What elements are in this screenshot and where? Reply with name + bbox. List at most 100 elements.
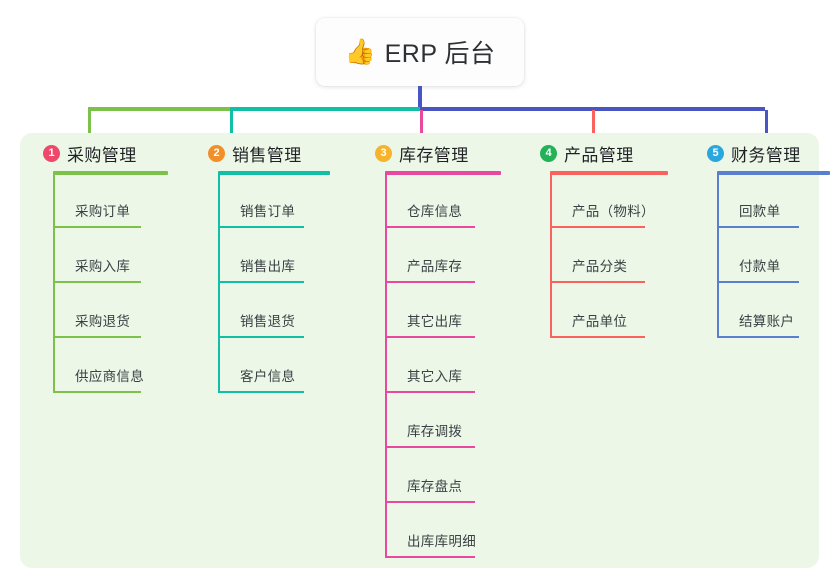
leaf-item-rule xyxy=(717,336,799,338)
leaf-item[interactable]: 出库库明细 xyxy=(385,503,476,558)
column-header-rule-purchase xyxy=(53,171,168,175)
bar-segment-indigo xyxy=(420,107,765,111)
column-badge-sales: 2 xyxy=(208,145,225,162)
leaf-item[interactable]: 回款单 xyxy=(717,173,799,228)
leaf-item[interactable]: 其它入库 xyxy=(385,338,475,393)
bar-segment-green xyxy=(88,107,230,111)
column-spine-sales xyxy=(218,173,220,393)
leaf-item[interactable]: 采购订单 xyxy=(53,173,141,228)
column-spine-finance xyxy=(717,173,719,338)
leaf-item-rule xyxy=(218,226,304,228)
leaf-item-rule xyxy=(550,226,645,228)
leaf-item[interactable]: 库存盘点 xyxy=(385,448,475,503)
diagram-panel: 1 采购管理采购订单采购入库采购退货供应商信息 2 销售管理销售订单销售出库销售退货客… xyxy=(20,133,830,568)
leaf-item[interactable]: 产品库存 xyxy=(385,228,475,283)
column-header-sales[interactable]: 2 销售管理 xyxy=(208,141,302,166)
root-node-card[interactable]: 👍 ERP 后台 xyxy=(316,18,524,86)
leaf-item-label: 产品单位 xyxy=(572,314,628,329)
leaf-item-rule xyxy=(53,391,141,393)
column-spine-inventory xyxy=(385,173,387,558)
root-connector-stem xyxy=(418,86,422,110)
column-title-sales: 销售管理 xyxy=(232,146,302,165)
leaf-item[interactable]: 客户信息 xyxy=(218,338,304,393)
leaf-item-label: 采购订单 xyxy=(75,204,131,219)
leaf-item-rule xyxy=(218,336,304,338)
drop-sales xyxy=(230,110,233,138)
leaf-item-label: 仓库信息 xyxy=(407,204,463,219)
column-header-purchase[interactable]: 1 采购管理 xyxy=(43,141,137,166)
leaf-item-label: 出库库明细 xyxy=(407,534,476,549)
column-header-rule-finance xyxy=(717,171,830,175)
leaf-item-label: 客户信息 xyxy=(240,369,296,384)
leaf-item-rule xyxy=(717,226,799,228)
leaf-item-rule xyxy=(385,501,475,503)
leaf-item[interactable]: 库存调拨 xyxy=(385,393,475,448)
leaf-item-label: 付款单 xyxy=(739,259,781,274)
leaf-item-label: 产品库存 xyxy=(407,259,463,274)
leaf-item-label: 库存盘点 xyxy=(407,479,463,494)
leaf-item[interactable]: 采购入库 xyxy=(53,228,141,283)
column-header-finance[interactable]: 5 财务管理 xyxy=(707,141,801,166)
root-node-title: ERP 后台 xyxy=(384,40,496,68)
leaf-item[interactable]: 其它出库 xyxy=(385,283,475,338)
leaf-item[interactable]: 销售退货 xyxy=(218,283,304,338)
leaf-item-label: 销售退货 xyxy=(240,314,296,329)
leaf-item-label: 供应商信息 xyxy=(75,369,144,384)
column-header-inventory[interactable]: 3 库存管理 xyxy=(375,141,469,166)
leaf-item-label: 采购退货 xyxy=(75,314,131,329)
leaf-item-label: 库存调拨 xyxy=(407,424,463,439)
column-badge-inventory: 3 xyxy=(375,145,392,162)
leaf-item[interactable]: 付款单 xyxy=(717,228,799,283)
leaf-item-rule xyxy=(385,336,475,338)
drop-inventory xyxy=(420,110,423,138)
leaf-item[interactable]: 采购退货 xyxy=(53,283,141,338)
column-badge-finance: 5 xyxy=(707,145,724,162)
leaf-item-rule xyxy=(53,281,141,283)
leaf-item-rule xyxy=(385,391,475,393)
leaf-item-rule xyxy=(550,336,645,338)
column-title-purchase: 采购管理 xyxy=(67,146,137,165)
column-badge-product: 4 xyxy=(540,145,557,162)
leaf-item-label: 采购入库 xyxy=(75,259,131,274)
leaf-item[interactable]: 仓库信息 xyxy=(385,173,475,228)
leaf-item[interactable]: 产品（物料） xyxy=(550,173,655,228)
leaf-item-rule xyxy=(218,281,304,283)
leaf-item-rule xyxy=(717,281,799,283)
leaf-item-label: 结算账户 xyxy=(739,314,795,329)
column-badge-purchase: 1 xyxy=(43,145,60,162)
leaf-item-rule xyxy=(385,556,475,558)
leaf-item-rule xyxy=(550,281,645,283)
drop-product xyxy=(592,110,595,138)
leaf-item[interactable]: 结算账户 xyxy=(717,283,799,338)
leaf-item-label: 销售出库 xyxy=(240,259,296,274)
leaf-item-label: 其它出库 xyxy=(407,314,463,329)
column-header-rule-inventory xyxy=(385,171,501,175)
leaf-item-rule xyxy=(385,281,475,283)
leaf-item-label: 其它入库 xyxy=(407,369,463,384)
column-header-rule-product xyxy=(550,171,668,175)
column-title-product: 产品管理 xyxy=(564,146,634,165)
leaf-item-rule xyxy=(385,446,475,448)
column-title-inventory: 库存管理 xyxy=(399,146,469,165)
drop-finance xyxy=(765,110,768,138)
leaf-item[interactable]: 销售出库 xyxy=(218,228,304,283)
leaf-item-label: 回款单 xyxy=(739,204,781,219)
column-header-rule-sales xyxy=(218,171,330,175)
column-header-product[interactable]: 4 产品管理 xyxy=(540,141,634,166)
leaf-item[interactable]: 销售订单 xyxy=(218,173,304,228)
leaf-item-rule xyxy=(385,226,475,228)
column-spine-purchase xyxy=(53,173,55,393)
leaf-item[interactable]: 产品分类 xyxy=(550,228,645,283)
leaf-item[interactable]: 产品单位 xyxy=(550,283,645,338)
leaf-item-label: 产品（物料） xyxy=(572,204,655,219)
leaf-item-label: 销售订单 xyxy=(240,204,296,219)
leaf-item-label: 产品分类 xyxy=(572,259,628,274)
column-title-finance: 财务管理 xyxy=(731,146,801,165)
column-spine-product xyxy=(550,173,552,338)
leaf-item-rule xyxy=(53,226,141,228)
leaf-item[interactable]: 供应商信息 xyxy=(53,338,144,393)
leaf-item-rule xyxy=(218,391,304,393)
leaf-item-rule xyxy=(53,336,141,338)
thumbs-up-icon: 👍 xyxy=(344,37,376,66)
bar-segment-teal xyxy=(230,107,420,111)
